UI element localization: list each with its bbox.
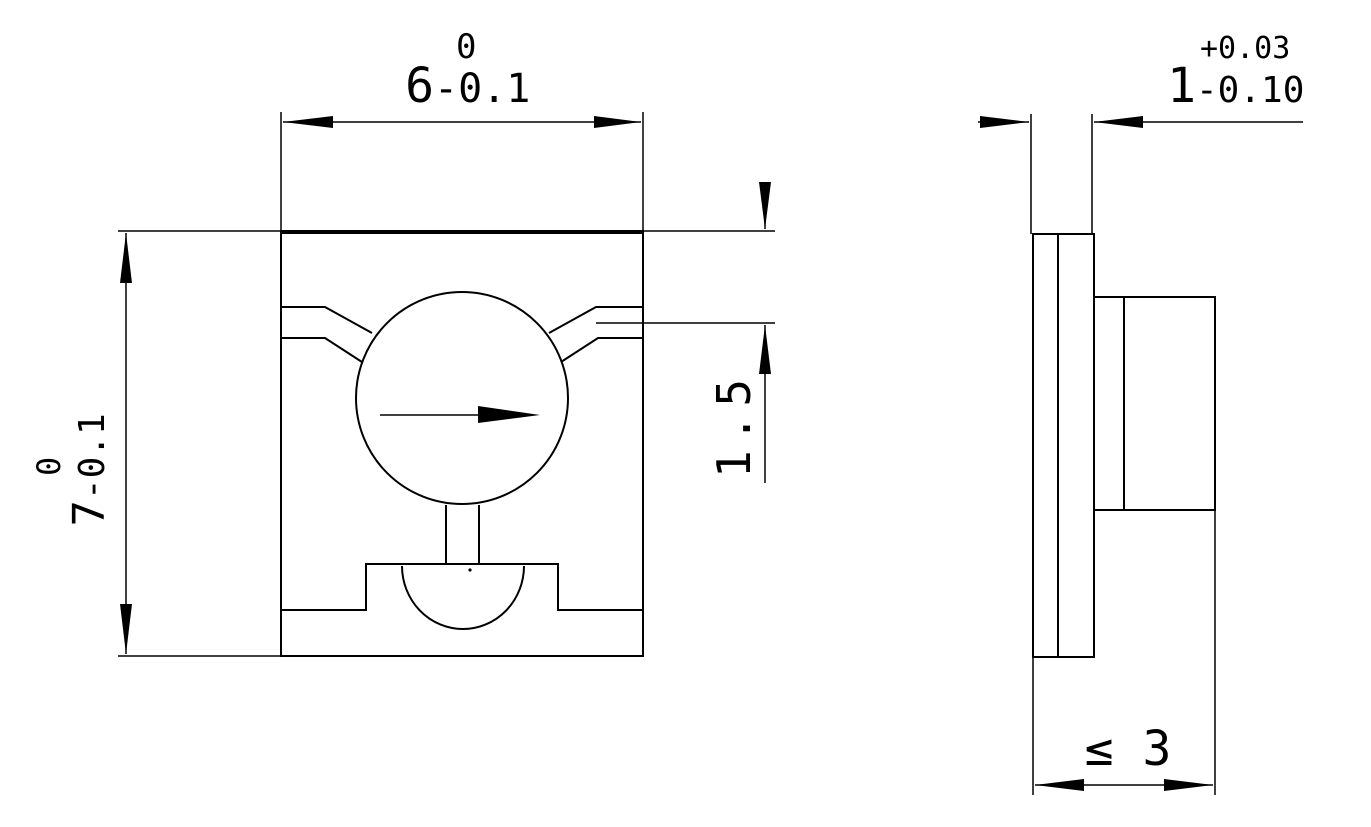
- right-lead: [548, 306, 643, 363]
- width-dimension: 6 0 -0.1: [280, 27, 644, 231]
- width-nominal: 6: [405, 58, 434, 114]
- depth-dimension: ≤ 3: [1032, 510, 1216, 795]
- offset-arrow-top-icon: [759, 182, 771, 229]
- width-lower-tol: -0.1: [434, 66, 530, 112]
- width-arrow-left-icon: [283, 116, 333, 128]
- height-arrow-top-icon: [120, 233, 132, 283]
- dome-mark: [468, 568, 472, 572]
- offset-arrow-bottom-icon: [759, 325, 771, 374]
- thickness-lower-tol: -0.10: [1196, 70, 1304, 111]
- depth-value: ≤ 3: [1085, 721, 1172, 777]
- width-arrow-right-icon: [594, 116, 641, 128]
- depth-arrow-left-icon: [1035, 779, 1084, 791]
- package-body-outline: [280, 230, 644, 657]
- offset-value: 1.5: [707, 371, 761, 478]
- thickness-dimension: 1 +0.03 -0.10: [978, 31, 1304, 234]
- side-lens-projection: [1093, 296, 1216, 511]
- thickness-nominal: 1: [1167, 58, 1196, 114]
- height-arrow-bottom-icon: [120, 604, 132, 654]
- thickness-arrow-right-icon: [1094, 116, 1143, 128]
- thickness-arrow-left-icon: [980, 116, 1029, 128]
- left-lead: [281, 306, 373, 363]
- side-body-plate: [1032, 233, 1095, 658]
- lens-circle: [355, 291, 569, 505]
- bottom-step-profile: [281, 563, 643, 611]
- height-dimension: 7 0 -0.1: [30, 230, 281, 657]
- direction-arrow-icon: [478, 406, 540, 423]
- lens-offset-dimension: 1.5: [596, 182, 775, 483]
- front-view: [280, 230, 644, 657]
- thickness-upper-tol: +0.03: [1200, 31, 1290, 66]
- depth-arrow-right-icon: [1164, 779, 1213, 791]
- bottom-dome: [401, 565, 525, 630]
- side-view: [1032, 233, 1216, 658]
- height-lower-tol: -0.1: [72, 413, 113, 500]
- height-nominal: 7: [64, 500, 115, 527]
- height-upper-tol: 0: [30, 457, 68, 476]
- width-upper-tol: 0: [456, 27, 476, 67]
